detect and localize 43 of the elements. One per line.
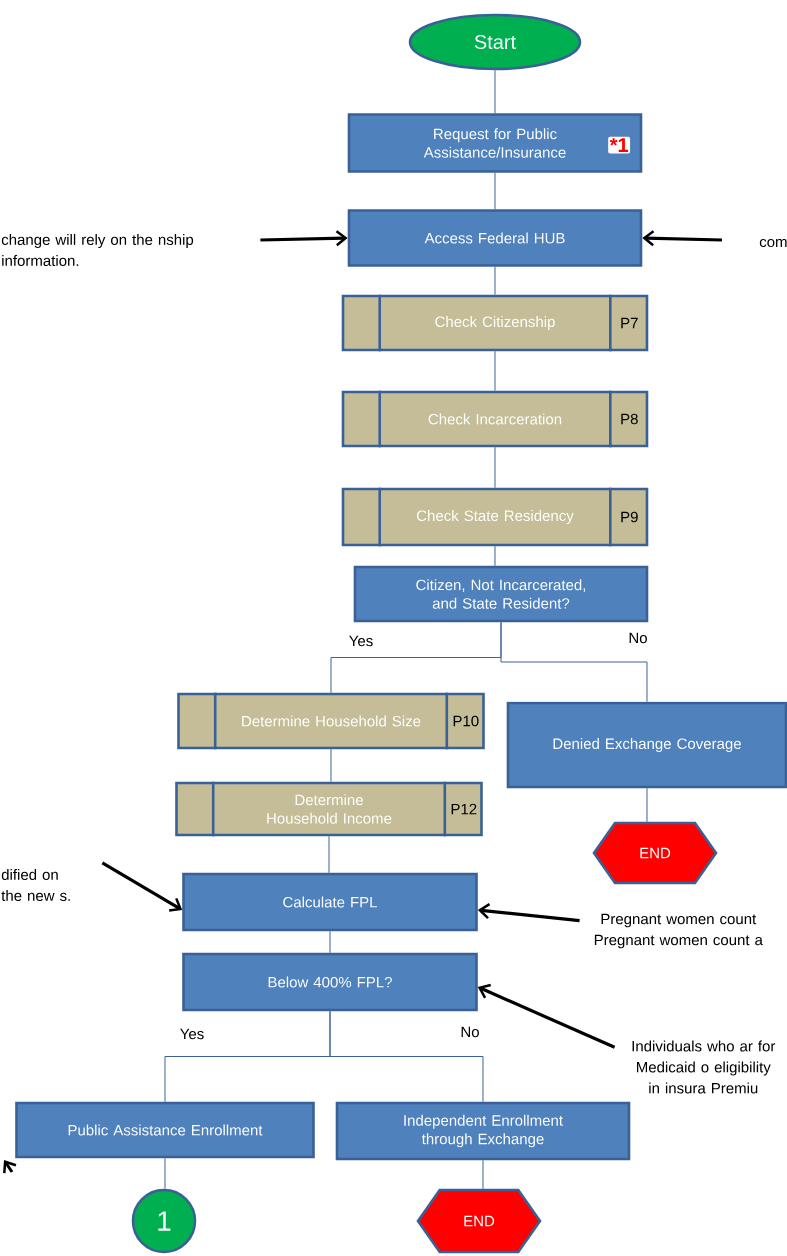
page-reference: P8 (621, 413, 638, 425)
process-box: Calculate FPL (182, 872, 478, 932)
arrow (260, 230, 348, 247)
annotation-text: change will rely on the nship information. (1, 234, 194, 266)
annotation-text: Individuals who ar for Medicaid o eligibility in insura Premiu (632, 1040, 776, 1094)
arrow (477, 983, 616, 1049)
process-box: Public Assistance Enrollment (15, 1101, 315, 1159)
edge-label: Yes (178, 1027, 206, 1041)
arrow (101, 861, 183, 912)
edge-label: No (459, 1025, 481, 1039)
annotation-text: com (759, 238, 787, 248)
process-box: Denied Exchange Coverage (506, 701, 787, 789)
edge-label: No (627, 631, 649, 645)
annotation-text: dified on the new s. (1, 869, 70, 901)
connector-line (500, 621, 648, 703)
connector-line (329, 930, 331, 954)
connector-line (164, 1157, 166, 1190)
connector-line (329, 1010, 484, 1103)
connector-line (646, 787, 648, 823)
end-hexagon: END (592, 821, 718, 885)
page-reference: P7 (621, 317, 638, 329)
process-box: Independent Enrollment through Exchange (335, 1101, 631, 1161)
process-box: Below 400% FPL? (182, 952, 478, 1012)
connector-line (494, 266, 496, 296)
page-reference: P9 (621, 511, 638, 523)
arrow (477, 903, 580, 923)
connector-line (494, 69, 496, 114)
connector-line (330, 748, 332, 783)
process-box: Access Federal HUB (347, 209, 643, 267)
connector-line (494, 545, 496, 567)
page-reference: P10 (453, 715, 479, 727)
connector-line (328, 835, 330, 874)
start-oval: Start (408, 13, 582, 71)
connector-line (494, 446, 496, 489)
page-reference: P12 (451, 803, 477, 815)
end-hexagon: END (416, 1188, 542, 1254)
annotation-text: Pregnant women count Pregnant women count a (594, 913, 763, 949)
process-box: Citizen, Not Incarcerated, and State Resident? (353, 565, 649, 623)
arrow (642, 230, 723, 247)
edge-label: Yes (347, 634, 375, 648)
connector-line (494, 350, 496, 392)
connector-line (482, 1159, 484, 1190)
connector-line (494, 172, 496, 210)
